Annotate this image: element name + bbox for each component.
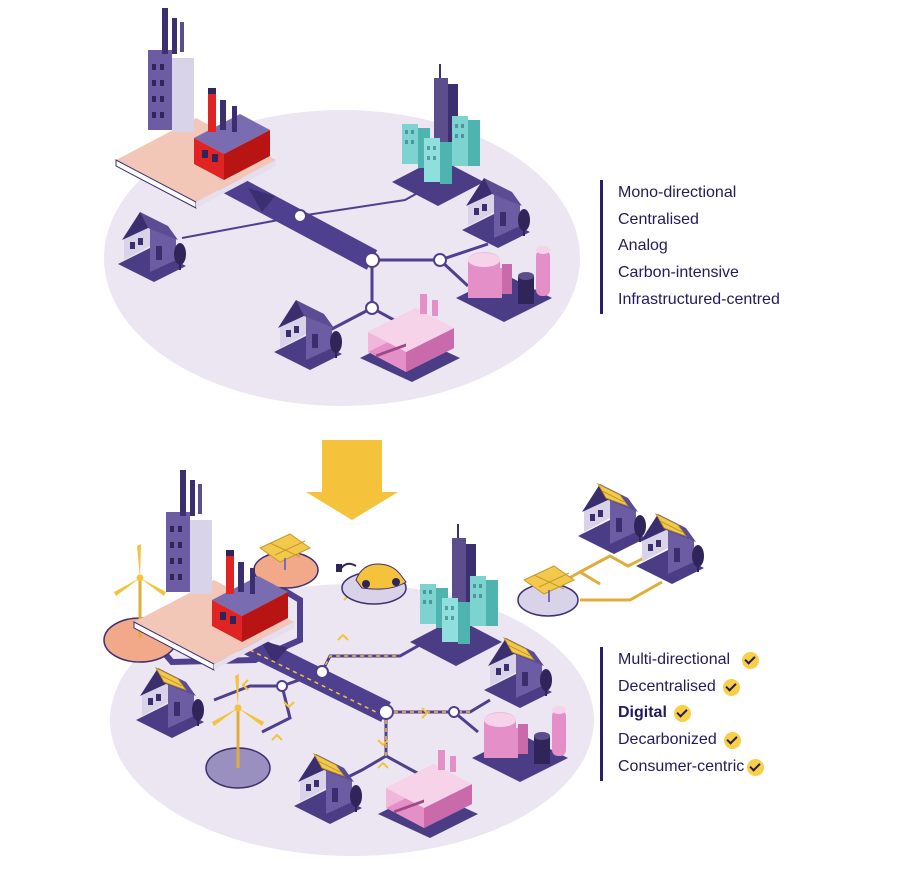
decentralised-traits-list: Multi-directional Decentralised Digital … [600, 647, 765, 781]
check-icon [722, 678, 740, 696]
trait-item: Analog [618, 237, 668, 255]
transition-arrow-icon [306, 440, 398, 520]
trait-label: Consumer-centric [618, 757, 745, 775]
trait-label: Multi-directional [618, 651, 731, 668]
trait-item: Carbon-intensive [618, 264, 739, 282]
power-plant-top [115, 7, 277, 209]
bottom-main-trunk [235, 630, 391, 722]
solar-house-far-1 [578, 484, 646, 554]
trait-item: Decarbonized [618, 727, 764, 754]
check-icon [673, 705, 691, 723]
trait-item: Centralised [618, 210, 699, 228]
office-towers-top [392, 64, 484, 206]
check-icon [747, 758, 765, 776]
bottom-flow-arrow [260, 640, 288, 664]
solar-house-far-2 [636, 514, 704, 584]
trait-item: Multi-directional [618, 647, 764, 674]
trait-label: Digital [618, 704, 667, 722]
trait-item: Mono-directional [618, 184, 737, 201]
top-flow-arrow [248, 188, 275, 212]
electric-car-icon [336, 562, 407, 590]
centralised-grid-scene [104, 7, 580, 406]
decentralised-grid-scene [103, 469, 704, 856]
trait-label: Decentralised [618, 677, 716, 695]
trait-item: Decentralised [618, 674, 764, 701]
check-icon [742, 651, 760, 669]
check-icon [723, 731, 741, 749]
trait-label: Decarbonized [618, 731, 717, 749]
trait-item: Digital [618, 700, 764, 727]
trait-item: Consumer-centric [618, 754, 765, 781]
centralised-traits-list: Mono-directional Centralised Analog Carb… [600, 180, 780, 314]
trait-item: Infrastructured-centred [618, 290, 780, 308]
office-towers-bottom [410, 524, 502, 666]
